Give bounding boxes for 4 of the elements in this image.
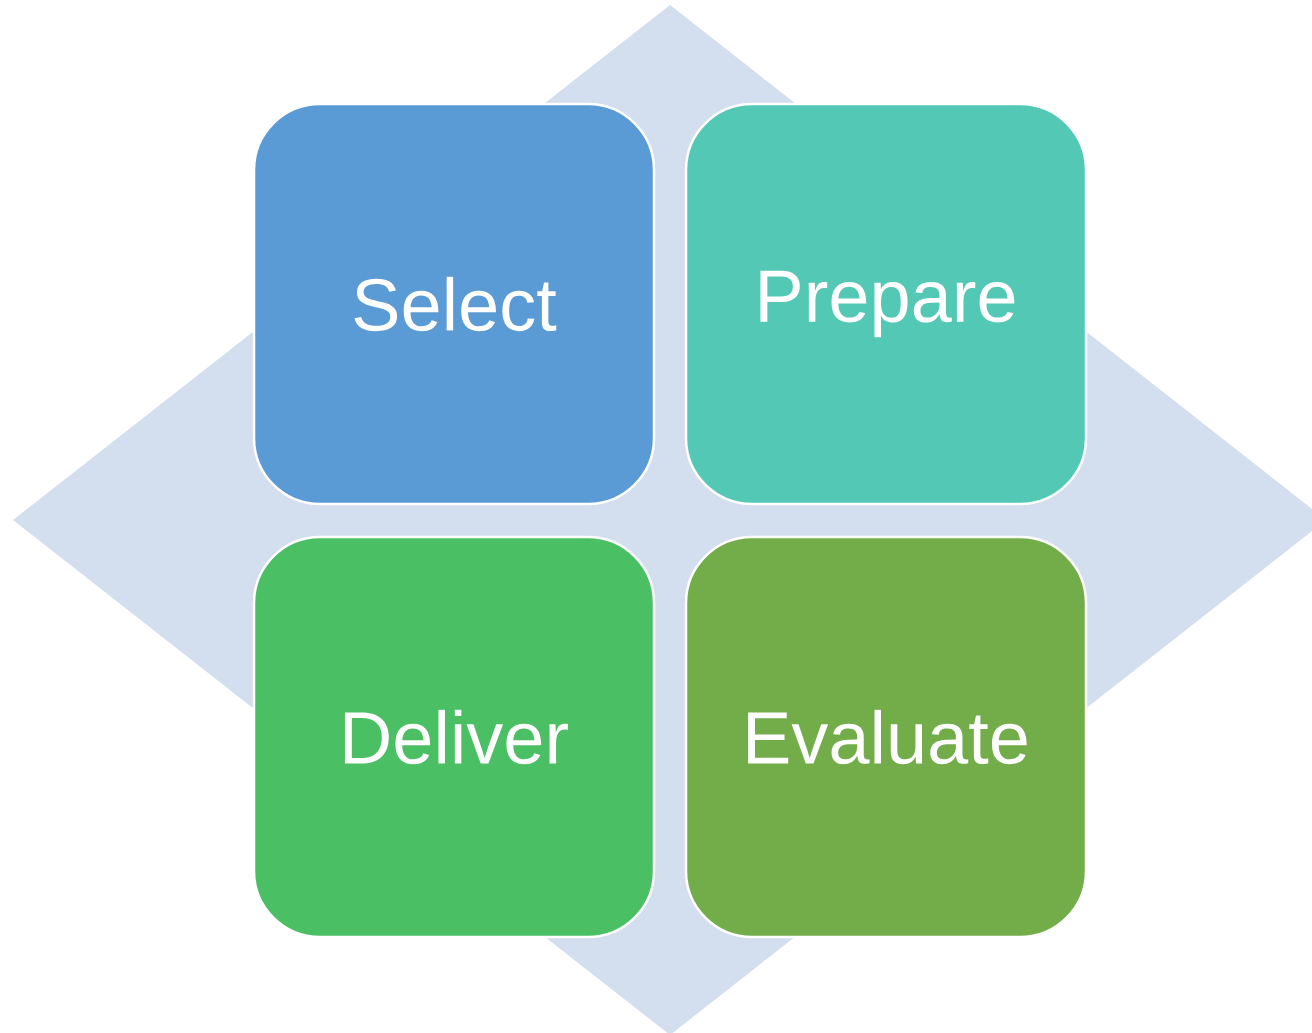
process-box: Evaluate xyxy=(684,535,1088,939)
process-box: Select xyxy=(252,102,656,506)
process-box: Deliver xyxy=(252,535,656,939)
process-box: Prepare xyxy=(684,102,1088,506)
